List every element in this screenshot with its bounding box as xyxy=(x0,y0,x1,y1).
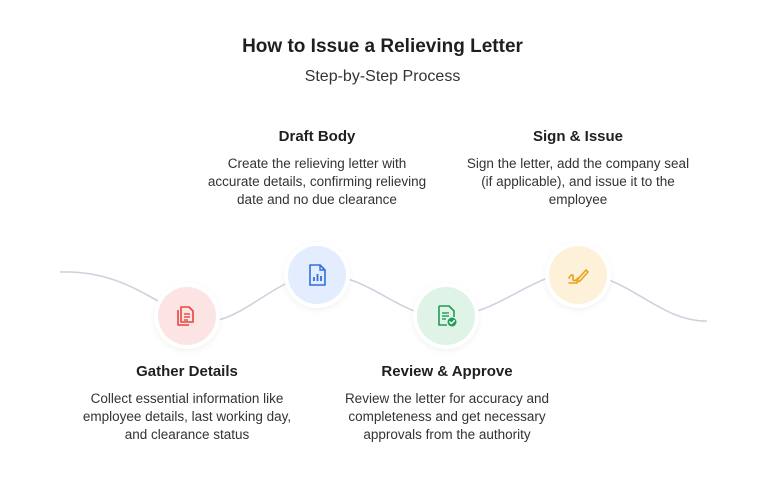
step-2-icon-circle xyxy=(288,246,346,304)
step-4-title: Sign & Issue xyxy=(532,128,624,145)
step-1-description: Collect essential information like emplo… xyxy=(82,391,292,442)
signature-pen-icon xyxy=(565,262,591,288)
step-2-description: Create the relieving letter with accurat… xyxy=(207,156,427,207)
step-2-title: Draft Body xyxy=(278,128,356,145)
page-title: How to Issue a Relieving Letter xyxy=(242,36,523,57)
document-check-icon xyxy=(433,303,459,329)
step-1-icon-circle xyxy=(158,287,216,345)
step-4-icon-circle xyxy=(549,246,607,304)
document-chart-icon xyxy=(304,262,330,288)
step-4-description: Sign the letter, add the company seal (i… xyxy=(466,156,690,207)
step-3-title: Review & Approve xyxy=(381,363,513,380)
step-3-icon-circle xyxy=(417,287,475,345)
step-3-description: Review the letter for accuracy and compl… xyxy=(344,391,550,442)
documents-icon xyxy=(174,303,200,329)
page-subtitle: Step-by-Step Process xyxy=(304,68,461,85)
step-1-title: Gather Details xyxy=(136,363,238,380)
